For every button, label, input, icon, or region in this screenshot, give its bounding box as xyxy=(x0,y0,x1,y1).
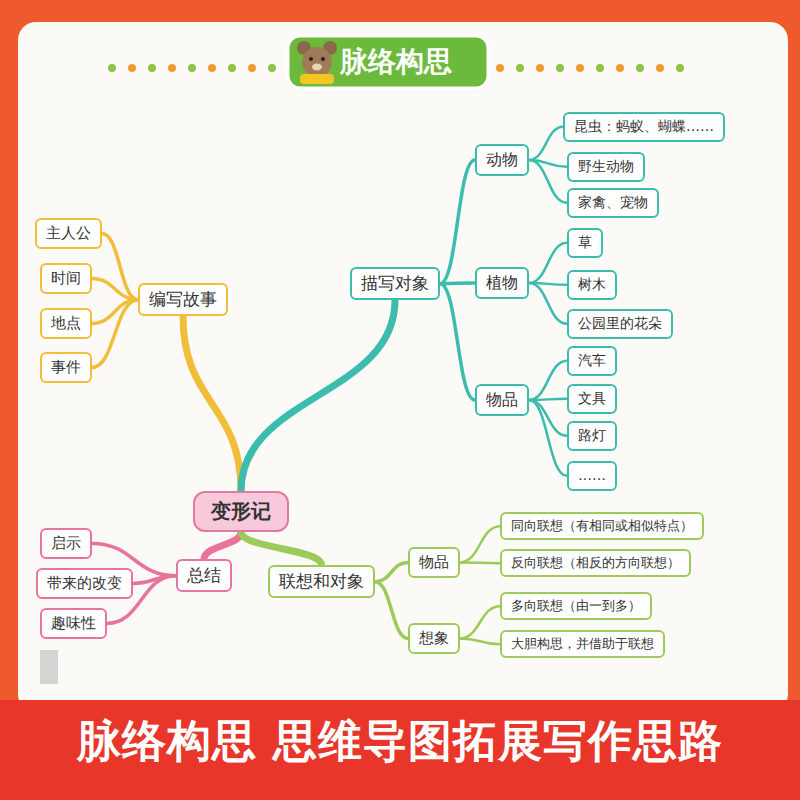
node-label: 物品 xyxy=(486,390,518,409)
node-label: 动物 xyxy=(486,150,518,169)
leaf-box: 多向联想（由一到多） xyxy=(500,592,652,620)
branch-connector xyxy=(529,127,563,160)
node-label: 联想和对象 xyxy=(279,571,364,591)
leaf-box: …… xyxy=(567,461,617,491)
node-label: 描写对象 xyxy=(361,273,429,293)
node-label: …… xyxy=(578,467,606,483)
node-label: 文具 xyxy=(578,390,606,406)
node-label: 树木 xyxy=(578,276,606,292)
leaf-box: 文具 xyxy=(567,384,617,414)
branch-connector xyxy=(241,300,395,491)
branch-connector xyxy=(204,532,241,559)
branch-connector xyxy=(460,526,500,562)
branch-connector xyxy=(529,160,567,203)
leaf-box: 昆虫：蚂蚁、蝴蝶…… xyxy=(563,112,725,142)
paper-mark xyxy=(40,650,58,684)
leaf-box: 大胆构思，并借助于联想 xyxy=(500,630,665,658)
branch-connector xyxy=(241,532,322,565)
leaf-box: 树木 xyxy=(567,270,617,300)
sub-box: 物品 xyxy=(408,547,460,578)
branch-connector xyxy=(529,400,567,476)
branch-connector xyxy=(92,300,138,368)
branch-connector xyxy=(529,283,567,324)
branch-connector xyxy=(460,562,500,564)
branch-connector xyxy=(92,278,138,299)
node-label: 地点 xyxy=(51,314,81,332)
bear-icon xyxy=(297,41,337,84)
node-label: 昆虫：蚂蚁、蝴蝶…… xyxy=(574,118,714,134)
branch-connector xyxy=(460,606,500,638)
node-label: 时间 xyxy=(51,269,81,287)
node-label: 植物 xyxy=(486,273,518,292)
sub-box: 动物 xyxy=(475,144,529,176)
leaf-box: 野生动物 xyxy=(567,152,645,182)
leaf-box: 启示 xyxy=(40,528,92,559)
root-topic: 变形记 xyxy=(193,491,289,532)
branch-connector xyxy=(460,638,500,644)
leaf-box: 时间 xyxy=(40,263,92,294)
branch-connector xyxy=(440,284,475,400)
branch-connector xyxy=(529,399,567,400)
leaf-box: 带来的改变 xyxy=(36,568,133,599)
branch-connector xyxy=(375,562,408,581)
node-label: 路灯 xyxy=(578,427,606,443)
node-label: 带来的改变 xyxy=(47,574,122,592)
branch-box: 描写对象 xyxy=(350,267,440,300)
node-label: 同向联想（有相同或相似特点） xyxy=(511,518,693,533)
title-banner xyxy=(288,36,488,88)
node-label: 总结 xyxy=(187,565,221,585)
leaf-box: 汽车 xyxy=(567,346,617,376)
node-label: 汽车 xyxy=(578,352,606,368)
branch-connector xyxy=(183,316,241,491)
leaf-box: 反向联想（相反的方向联想） xyxy=(500,549,691,577)
sub-box: 物品 xyxy=(475,384,529,416)
leaf-box: 路灯 xyxy=(567,421,617,451)
node-label: 反向联想（相反的方向联想） xyxy=(511,555,680,570)
branch-connector xyxy=(529,361,567,400)
branch-connector xyxy=(102,233,138,299)
bottom-banner xyxy=(0,700,800,800)
node-label: 主人公 xyxy=(46,224,91,242)
leaf-box: 草 xyxy=(567,228,603,258)
node-label: 想象 xyxy=(419,629,449,647)
branch-connector xyxy=(529,243,567,283)
leaf-box: 家禽、宠物 xyxy=(567,188,659,218)
node-label: 编写故事 xyxy=(149,289,217,309)
node-label: 多向联想（由一到多） xyxy=(511,598,641,613)
branch-connector xyxy=(440,160,475,284)
branch-connector xyxy=(529,400,567,436)
leaf-box: 趣味性 xyxy=(40,608,107,639)
leaf-box: 主人公 xyxy=(35,218,102,249)
branch-box: 总结 xyxy=(176,559,232,592)
branch-box: 联想和对象 xyxy=(268,565,375,598)
node-label: 变形记 xyxy=(211,499,271,523)
branch-connector xyxy=(440,283,475,285)
node-label: 家禽、宠物 xyxy=(578,194,648,210)
node-label: 趣味性 xyxy=(51,614,96,632)
leaf-box: 地点 xyxy=(40,308,92,339)
leaf-box: 同向联想（有相同或相似特点） xyxy=(500,512,704,540)
node-label: 物品 xyxy=(419,553,449,571)
node-label: 公园里的花朵 xyxy=(578,315,662,331)
node-label: 草 xyxy=(578,234,592,250)
leaf-box: 事件 xyxy=(40,352,92,383)
paper-sheet xyxy=(18,22,788,712)
node-label: 事件 xyxy=(51,358,81,376)
node-label: 大胆构思，并借助于联想 xyxy=(511,636,654,651)
branch-box: 编写故事 xyxy=(138,283,228,316)
page-title: 脉络构思 xyxy=(340,40,452,84)
sub-box: 想象 xyxy=(408,623,460,654)
banner-caption: 脉络构思 思维导图拓展写作思路 xyxy=(0,712,800,771)
node-label: 启示 xyxy=(51,534,81,552)
node-label: 野生动物 xyxy=(578,158,634,174)
sub-box: 植物 xyxy=(475,267,529,299)
leaf-box: 公园里的花朵 xyxy=(567,309,673,339)
branch-connector xyxy=(375,582,408,639)
